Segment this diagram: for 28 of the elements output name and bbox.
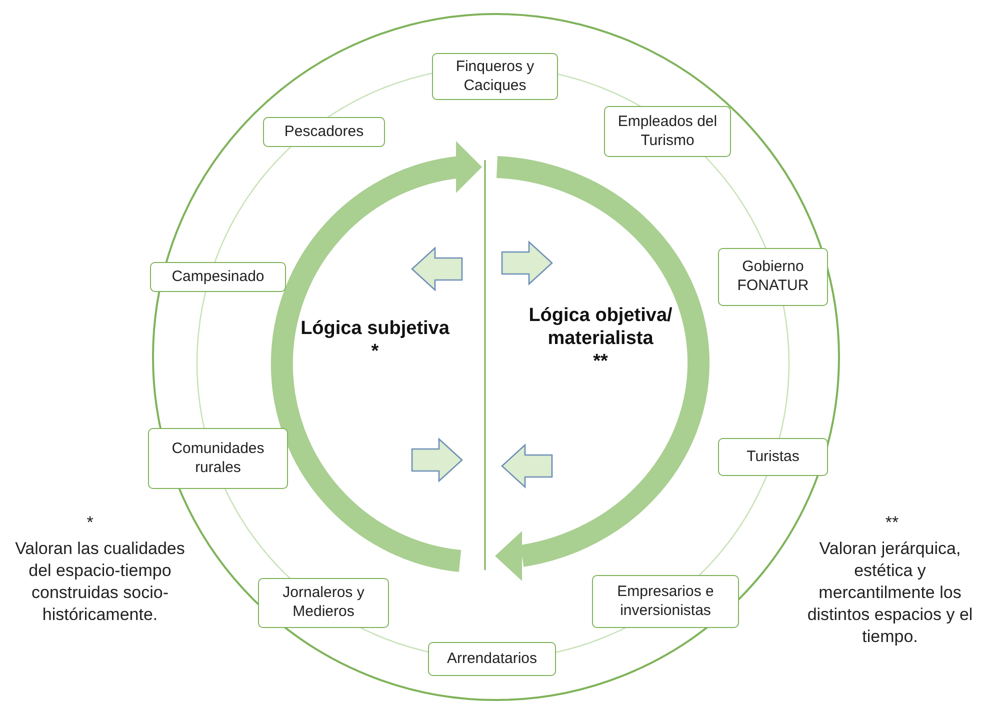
- actor-name: Jornaleros y Medieros: [282, 584, 366, 622]
- actor-name: Finqueros y Caciques: [454, 58, 536, 96]
- actor-box: [150, 262, 286, 292]
- actor-box: [604, 106, 731, 157]
- actor-box: [718, 248, 828, 306]
- actor-name: Empleados del Turismo: [616, 112, 718, 150]
- actor-name: Gobierno FONATUR: [736, 258, 810, 296]
- actor-name: Turistas: [746, 448, 800, 466]
- actor-box: [258, 578, 389, 628]
- footnote-mark: **: [884, 512, 900, 534]
- footnote-mark: *: [86, 512, 94, 534]
- actor-box: [263, 117, 385, 147]
- actor-box: [592, 575, 739, 628]
- actor-name: Comunidades rurales: [170, 440, 266, 478]
- actor-name: Arrendatarios: [446, 650, 538, 668]
- footnote-mark: **: [593, 350, 608, 374]
- footnote-mark: *: [371, 340, 379, 364]
- footnote-text: Valoran jerárquica, estética y mercantilmente los distintos espacios y el tiempo.: [806, 538, 974, 648]
- actor-name: Empresarios e inversionistas: [616, 582, 715, 620]
- footnote-text: Valoran las cualidades del espacio-tiempo construidas socio-históricamente.: [14, 538, 186, 626]
- actor-box: [148, 428, 288, 489]
- actor-box: [718, 438, 828, 476]
- logic-title: Lógica objetiva/ materialista: [528, 305, 674, 351]
- actor-name: Pescadores: [284, 122, 364, 142]
- actor-box: [428, 642, 556, 676]
- actor-name: Campesinado: [172, 268, 264, 286]
- logic-title: Lógica subjetiva: [300, 318, 450, 341]
- actor-box: [432, 53, 558, 100]
